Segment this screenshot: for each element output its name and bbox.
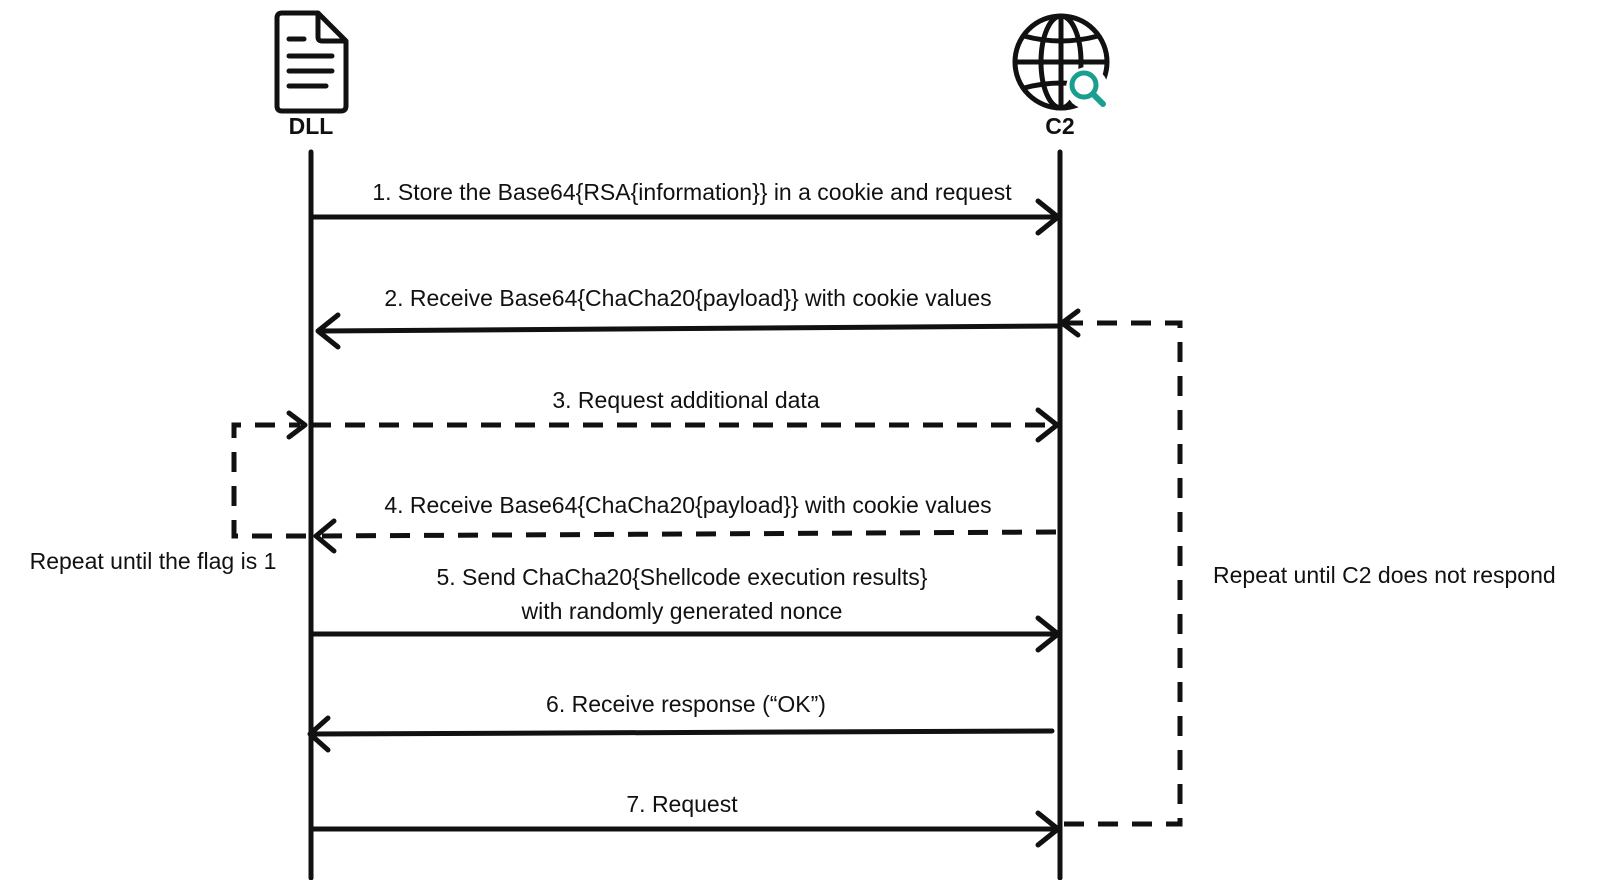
dll-label: DLL <box>289 113 334 139</box>
message-6-label: 6. Receive response (“OK”) <box>546 691 826 717</box>
message-4-arrowhead <box>313 518 337 554</box>
message-4-label: 4. Receive Base64{ChaCha20{payload}} wit… <box>384 492 991 518</box>
document-icon <box>274 10 349 114</box>
right-repeat-loop <box>1064 320 1183 827</box>
message-1-arrowhead <box>1035 198 1061 236</box>
message-7-label: 7. Request <box>626 791 738 817</box>
globe-search-icon <box>1012 13 1110 111</box>
message-4-arrow <box>317 529 1057 539</box>
left-repeat-loop <box>231 422 306 539</box>
message-5-label-line2: with randomly generated nonce <box>521 598 843 624</box>
message-2-label: 2. Receive Base64{ChaCha20{payload}} wit… <box>384 285 991 311</box>
message-1-label: 1. Store the Base64{RSA{information}} in… <box>372 179 1012 205</box>
left-repeat-loop-arrowhead <box>286 410 308 440</box>
message-6-arrowhead <box>307 715 331 753</box>
message-3-arrowhead <box>1035 407 1060 443</box>
message-7-arrowhead <box>1035 810 1061 848</box>
right-repeat-loop-arrowhead <box>1059 308 1081 338</box>
message-6-arrow <box>309 728 1055 737</box>
right-loop-label: Repeat until C2 does not respond <box>1213 562 1556 588</box>
c2-label: C2 <box>1045 113 1074 139</box>
message-5-label-line1: 5. Send ChaCha20{Shellcode execution res… <box>436 564 927 590</box>
message-5-arrowhead <box>1035 615 1061 653</box>
message-2-arrowhead <box>315 312 341 350</box>
message-2-arrow <box>317 323 1061 334</box>
message-3-label: 3. Request additional data <box>552 387 819 413</box>
left-loop-label: Repeat until the flag is 1 <box>30 548 277 574</box>
